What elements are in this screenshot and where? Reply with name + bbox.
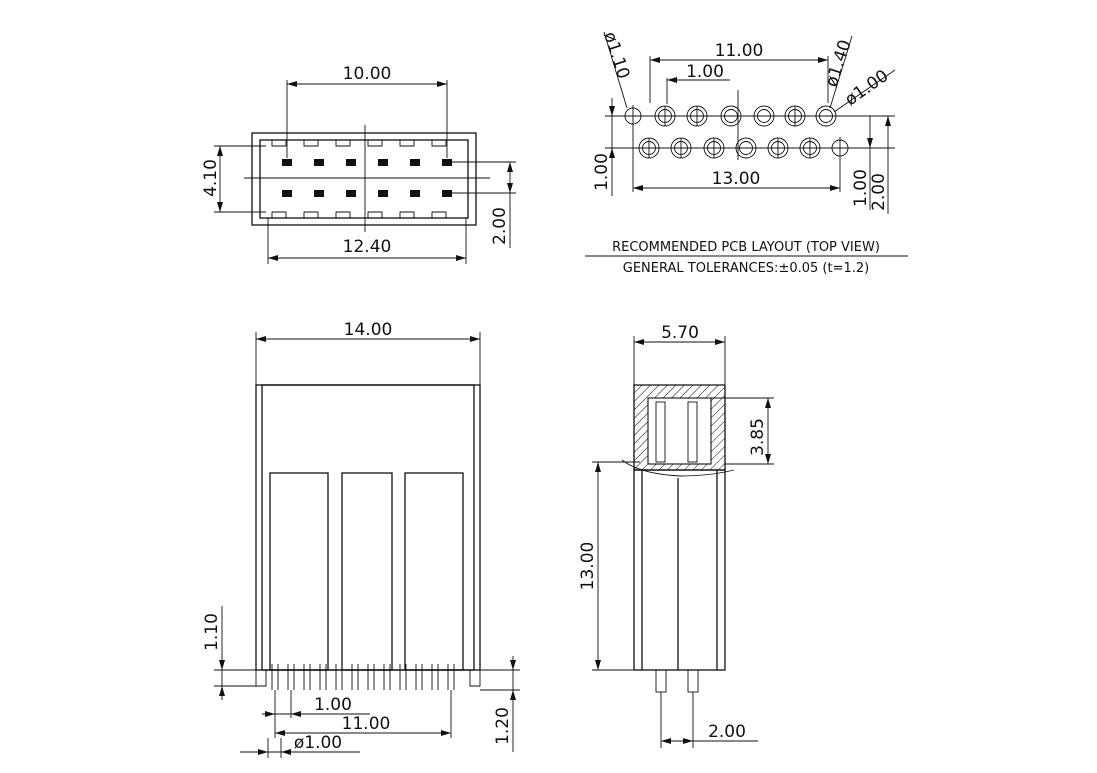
dim-front-11: 11.00 — [274, 690, 452, 738]
dim-pcb-right: 1.00 2.00 — [851, 115, 894, 214]
dim-label-side-13: 13.00 — [578, 542, 598, 591]
dim-label-12-40: 12.40 — [343, 237, 392, 257]
dim-side-2-00: 2.00 — [660, 692, 758, 748]
dim-side-13: 13.00 — [578, 461, 640, 671]
side-contact-right — [687, 401, 698, 463]
front-body — [255, 384, 481, 671]
dim-pcb-1: 1.00 — [666, 62, 730, 104]
dim-front-14: 14.00 — [255, 320, 481, 385]
side-body — [633, 469, 726, 671]
side-contact-left — [655, 401, 666, 463]
dim-label-pcb-1: 1.00 — [686, 62, 724, 82]
front-window-right — [404, 472, 464, 671]
dim-label-10: 10.00 — [343, 64, 392, 84]
dim-pcb-dia-peg: ø1.10 — [599, 29, 633, 109]
dim-top-4-10: 4.10 — [201, 145, 266, 213]
dim-side-5-70: 5.70 — [633, 323, 726, 385]
top-view-inner-shell — [259, 139, 469, 219]
dim-label-side-3-85: 3.85 — [748, 418, 768, 456]
front-window-left — [269, 472, 329, 671]
dim-label-pcb-left-1: 1.00 — [592, 153, 612, 191]
dim-label-pcb-11: 11.00 — [715, 41, 764, 61]
dim-label-front-1-00: 1.00 — [314, 695, 352, 715]
dim-top-2-00: 2.00 — [452, 161, 516, 248]
dim-pcb-left-1: 1.00 — [592, 98, 640, 196]
dim-label-front-1-10: 1.10 — [202, 613, 222, 651]
dim-label-front-1-20: 1.20 — [493, 707, 513, 745]
top-view: 10.00 12.40 4.10 2.00 — [201, 64, 516, 264]
side-pin-right — [687, 669, 699, 693]
dim-front-1-10: 1.10 — [202, 606, 256, 700]
side-pin-left — [655, 669, 667, 693]
dim-label-pcb-right-2: 2.00 — [869, 173, 889, 211]
top-view-outer-shell — [251, 132, 477, 226]
dim-label-4-10: 4.10 — [201, 159, 221, 197]
top-view-tabs — [271, 140, 447, 218]
dim-label-pcb-right-1: 1.00 — [851, 169, 871, 207]
dim-top-10: 10.00 — [286, 64, 448, 158]
dim-label-side-5-70: 5.70 — [661, 323, 699, 343]
dim-pcb-13: 13.00 — [632, 126, 841, 192]
side-view: 5.70 3.85 13.00 2.00 — [578, 323, 774, 748]
dim-label-front-14: 14.00 — [344, 320, 393, 340]
dim-top-12-40: 12.40 — [267, 218, 467, 264]
dim-front-dia: ø1.00 — [240, 733, 360, 758]
side-break-line — [621, 459, 735, 477]
front-view: 14.00 1.10 1.20 1.00 — [202, 320, 520, 758]
top-view-contacts — [282, 159, 452, 197]
dim-label-front-11: 11.00 — [342, 714, 391, 734]
dim-label-dia-1-00: ø1.00 — [841, 66, 892, 110]
front-window-middle — [341, 472, 393, 671]
dim-label-side-2-00: 2.00 — [708, 722, 746, 742]
dim-label-dia-1-40: ø1.40 — [822, 37, 856, 89]
dim-label-front-dia: ø1.00 — [294, 733, 342, 753]
dim-front-1-20: 1.20 — [480, 656, 520, 752]
side-housing-cavity — [647, 397, 712, 465]
dim-label-2-00-top: 2.00 — [490, 207, 510, 245]
dim-side-3-85: 3.85 — [700, 397, 774, 465]
pcb-tolerance-note: GENERAL TOLERANCES:±0.05 (t=1.2) — [623, 261, 869, 276]
dim-pcb-11: 11.00 — [649, 41, 829, 103]
dim-front-1-00: 1.00 — [262, 690, 370, 718]
dim-label-dia-1-10: ø1.10 — [599, 29, 633, 81]
pcb-layout: 11.00 1.00 13.00 ø1.10 ø1.40 ø1.00 — [585, 29, 908, 276]
pcb-caption: RECOMMENDED PCB LAYOUT (TOP VIEW) — [612, 240, 880, 255]
front-pins — [255, 664, 481, 690]
dim-label-pcb-13: 13.00 — [712, 169, 761, 189]
front-body-inner — [261, 384, 475, 671]
